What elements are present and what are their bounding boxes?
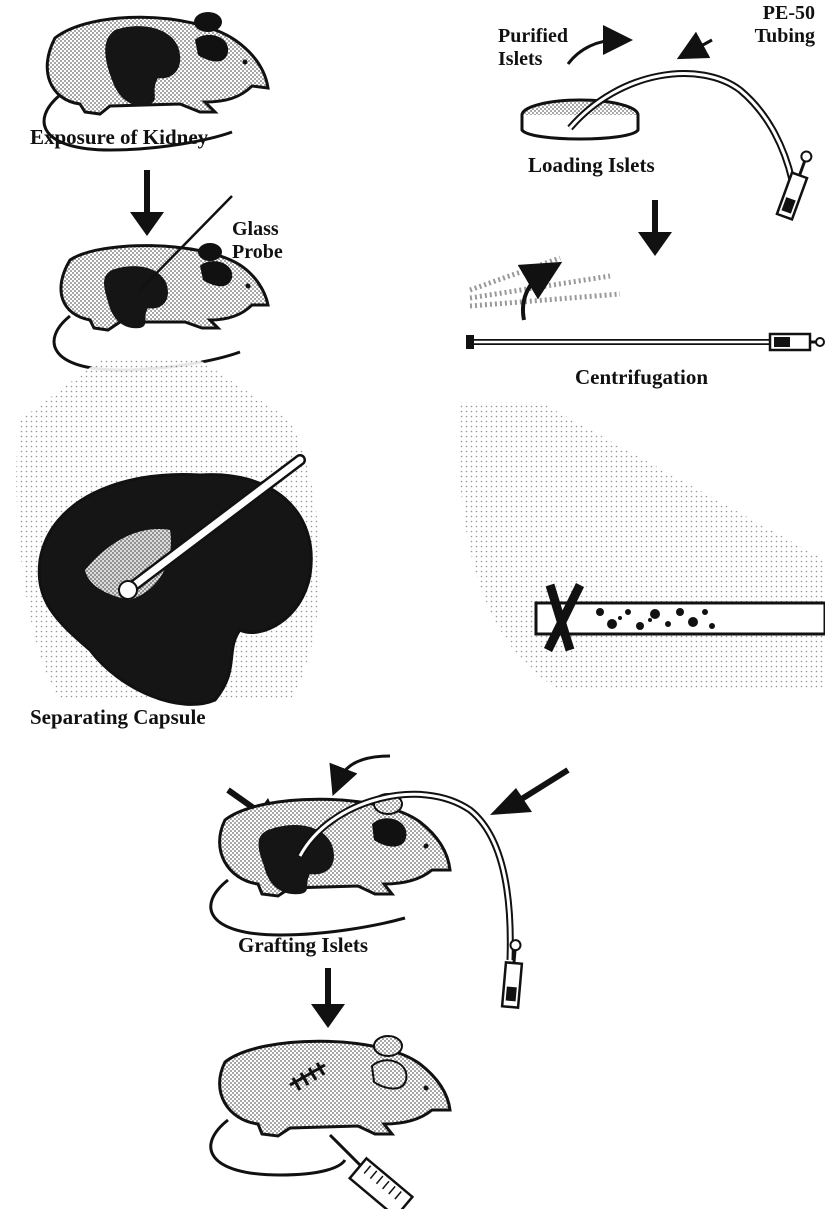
arrow-icon (690, 40, 712, 52)
label-probe: Probe (232, 241, 312, 264)
zoom-cone (458, 402, 825, 690)
label-glass: Glass (232, 218, 312, 241)
curved-arrow-icon (338, 756, 390, 782)
tubing-icon (466, 335, 770, 349)
label-loading: Loading Islets (528, 154, 728, 177)
label-purified: Purified (498, 25, 588, 48)
arrow-icon (311, 968, 345, 1028)
syringe-icon (770, 334, 824, 350)
syringe-icon (330, 1135, 412, 1209)
label-islets: Islets (498, 48, 588, 71)
curved-arrow-icon (523, 272, 545, 320)
arrow-icon (490, 770, 568, 815)
mouse-icon (211, 1036, 450, 1175)
centrifuge-motion-lines (470, 258, 620, 306)
arrow-icon (638, 200, 672, 256)
mouse-icon (211, 794, 450, 935)
label-grafting: Grafting Islets (238, 934, 438, 957)
label-pe50: PE-50 (715, 2, 815, 25)
arrow-icon (130, 170, 164, 236)
label-tubing: Tubing (715, 25, 815, 48)
syringe-icon (502, 939, 524, 1007)
label-separating: Separating Capsule (30, 706, 290, 729)
label-exposure: Exposure of Kidney (30, 126, 310, 149)
label-centrifugation: Centrifugation (575, 366, 795, 389)
